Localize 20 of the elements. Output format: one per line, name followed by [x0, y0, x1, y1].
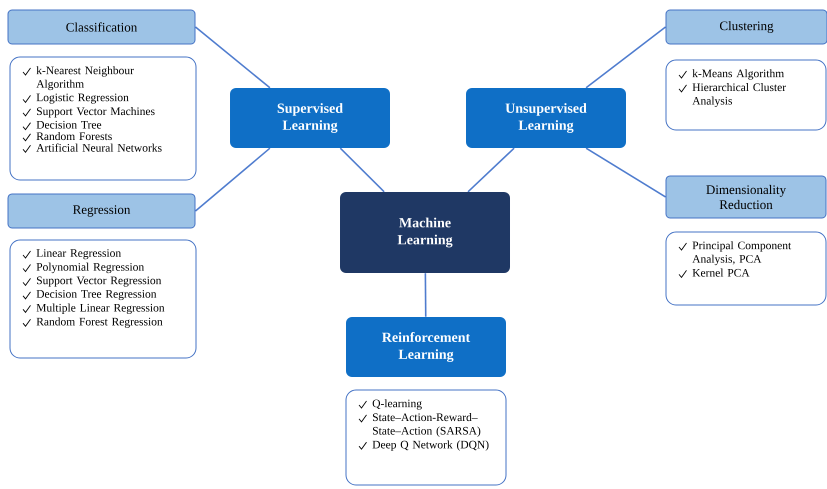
list-box: Q-learning State–Action-Reward–State–Action (SARSA) Deep Q Network (DQN) — [346, 390, 506, 486]
connector-line — [424, 273, 427, 317]
list-box: Linear Regression Polynomial Regression Support Vector Regression Decision Tree Regression Multiple Linear Regression Random Forest Regression — [10, 240, 196, 358]
category-box: Clustering — [666, 10, 827, 44]
list-box: k-Means Algorithm Hierarchical Cluster Analysis — [666, 60, 826, 130]
connector-line — [195, 148, 270, 212]
category-box: Regression — [8, 194, 196, 228]
list-box: k-Nearest Neighbour Algorithm Logistic Regression Support Vector Machines Decision Tree Random Forests Artificial Neural Networks — [10, 56, 196, 180]
category-box: Dimensionality Reduction — [666, 176, 826, 218]
connector-line — [586, 26, 666, 88]
connector-line — [195, 26, 270, 88]
root-box: Machine Learning — [340, 192, 510, 273]
branch-box: Unsupervised Learning — [466, 88, 626, 148]
category-box: Classification — [8, 10, 196, 44]
branch-box: Supervised Learning — [230, 88, 390, 148]
list-box: Principal Component Analysis, PCA Kernel PCA — [666, 232, 826, 306]
connector-line — [467, 148, 515, 192]
connector-line — [340, 148, 385, 192]
branch-box: Reinforcement Learning — [346, 317, 506, 377]
connector-line — [586, 148, 666, 198]
